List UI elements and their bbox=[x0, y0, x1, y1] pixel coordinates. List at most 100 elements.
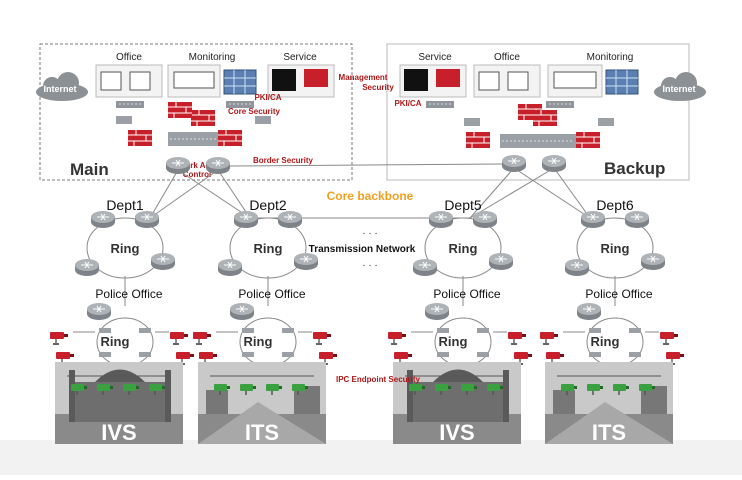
backup-internet-label: Internet bbox=[662, 84, 695, 94]
pc-icon bbox=[436, 69, 460, 87]
firewall-icon bbox=[465, 131, 491, 149]
brick-wall-icon bbox=[464, 118, 480, 126]
switch-icon bbox=[242, 328, 254, 333]
security-camera-icon bbox=[659, 331, 679, 346]
router-icon bbox=[412, 258, 438, 277]
switch-icon bbox=[282, 352, 294, 357]
switch-icon bbox=[282, 328, 294, 333]
router-icon bbox=[150, 252, 176, 271]
road bbox=[198, 402, 326, 444]
switch-icon bbox=[99, 328, 111, 333]
main-zone-monitoring: Monitoring bbox=[189, 52, 236, 63]
router-icon bbox=[90, 210, 116, 229]
router-icon bbox=[624, 210, 650, 229]
switch-icon bbox=[425, 100, 455, 109]
ring-label: Ring bbox=[101, 334, 130, 349]
security-camera-icon bbox=[312, 331, 332, 346]
router-icon bbox=[576, 302, 602, 321]
main-internet-label: Internet bbox=[43, 84, 76, 94]
switch-icon bbox=[589, 328, 601, 333]
security-camera-icon bbox=[387, 331, 407, 346]
server-icon bbox=[404, 69, 428, 91]
pc-icon bbox=[304, 69, 328, 87]
security-camera-icon bbox=[49, 331, 69, 346]
router-icon bbox=[233, 210, 259, 229]
dept-label: Dept6 bbox=[596, 197, 634, 213]
ring-label: Ring bbox=[111, 241, 140, 256]
router-icon bbox=[472, 210, 498, 229]
minaret bbox=[407, 370, 413, 422]
ring-label: Ring bbox=[601, 241, 630, 256]
switch-icon bbox=[139, 352, 151, 357]
firewall-icon bbox=[217, 129, 243, 147]
main-core-router-icon bbox=[205, 156, 231, 175]
switch-icon bbox=[589, 352, 601, 357]
router-icon bbox=[640, 252, 666, 271]
router-icon bbox=[293, 252, 319, 271]
router-icon bbox=[86, 302, 112, 321]
main-pki-label: PKI/CA bbox=[254, 93, 281, 102]
backup-zone-service: Service bbox=[418, 52, 452, 63]
backup-site-border bbox=[386, 43, 690, 181]
brick-wall-icon bbox=[255, 116, 271, 124]
police-office-label: Police Office bbox=[238, 287, 305, 301]
mgmt-security-label-1: Management bbox=[339, 73, 388, 82]
server-icon bbox=[272, 69, 296, 91]
dept-label: Dept2 bbox=[249, 197, 287, 213]
switch-icon bbox=[477, 352, 489, 357]
main-core-router-icon bbox=[165, 156, 191, 175]
router-icon bbox=[564, 258, 590, 277]
main-site: Office Monitoring Service Internet PKI/C… bbox=[36, 43, 353, 181]
border-security-label: Border Security bbox=[253, 156, 314, 165]
nac-label-2: Control bbox=[183, 170, 211, 179]
ring-label: Ring bbox=[591, 334, 620, 349]
security-camera-icon bbox=[507, 331, 527, 346]
photo-caption: ITS bbox=[245, 420, 279, 445]
ring-label: Ring bbox=[244, 334, 273, 349]
monitor-wall-icon bbox=[553, 71, 597, 89]
main-zone-service: Service bbox=[283, 52, 317, 63]
ellipsis-bottom: · · · bbox=[362, 260, 378, 271]
router-icon bbox=[134, 210, 160, 229]
ring-label: Ring bbox=[254, 241, 283, 256]
desk-icon bbox=[100, 71, 122, 91]
firewall-icon bbox=[167, 101, 193, 119]
router-icon bbox=[217, 258, 243, 277]
core-backbone-label: Core backbone bbox=[327, 189, 414, 203]
road bbox=[545, 402, 673, 444]
backup-site-title: Backup bbox=[604, 159, 665, 178]
backup-zone-office: Office bbox=[494, 52, 520, 63]
switch-icon bbox=[477, 328, 489, 333]
switch-icon bbox=[629, 328, 641, 333]
monitor-wall-icon bbox=[173, 71, 215, 89]
switch-icon bbox=[115, 100, 145, 109]
switch-icon bbox=[99, 352, 111, 357]
switch-icon bbox=[437, 352, 449, 357]
core-security-label: Core Security bbox=[228, 107, 281, 116]
transmission-network-label: Transmission Network bbox=[309, 244, 416, 255]
router-icon bbox=[277, 210, 303, 229]
firewall-icon bbox=[127, 129, 153, 147]
brick-wall-icon bbox=[116, 116, 132, 124]
backup-core-router-icon bbox=[501, 154, 527, 173]
router-icon bbox=[488, 252, 514, 271]
backup-core-router-icon bbox=[541, 154, 567, 173]
backup-site: Service Office Monitoring Internet Manag… bbox=[339, 43, 706, 181]
desk-icon bbox=[478, 71, 500, 91]
photo-caption: IVS bbox=[439, 420, 474, 445]
router-icon bbox=[229, 302, 255, 321]
photo-caption: ITS bbox=[592, 420, 626, 445]
dept-label: Dept5 bbox=[444, 197, 482, 213]
security-camera-icon bbox=[169, 331, 189, 346]
mgmt-security-label-2: Security bbox=[362, 83, 394, 92]
switch-icon bbox=[437, 328, 449, 333]
brick-wall-icon bbox=[598, 118, 614, 126]
main-zone-office: Office bbox=[116, 52, 142, 63]
photo-caption: IVS bbox=[101, 420, 136, 445]
video-wall-icon bbox=[223, 69, 257, 95]
